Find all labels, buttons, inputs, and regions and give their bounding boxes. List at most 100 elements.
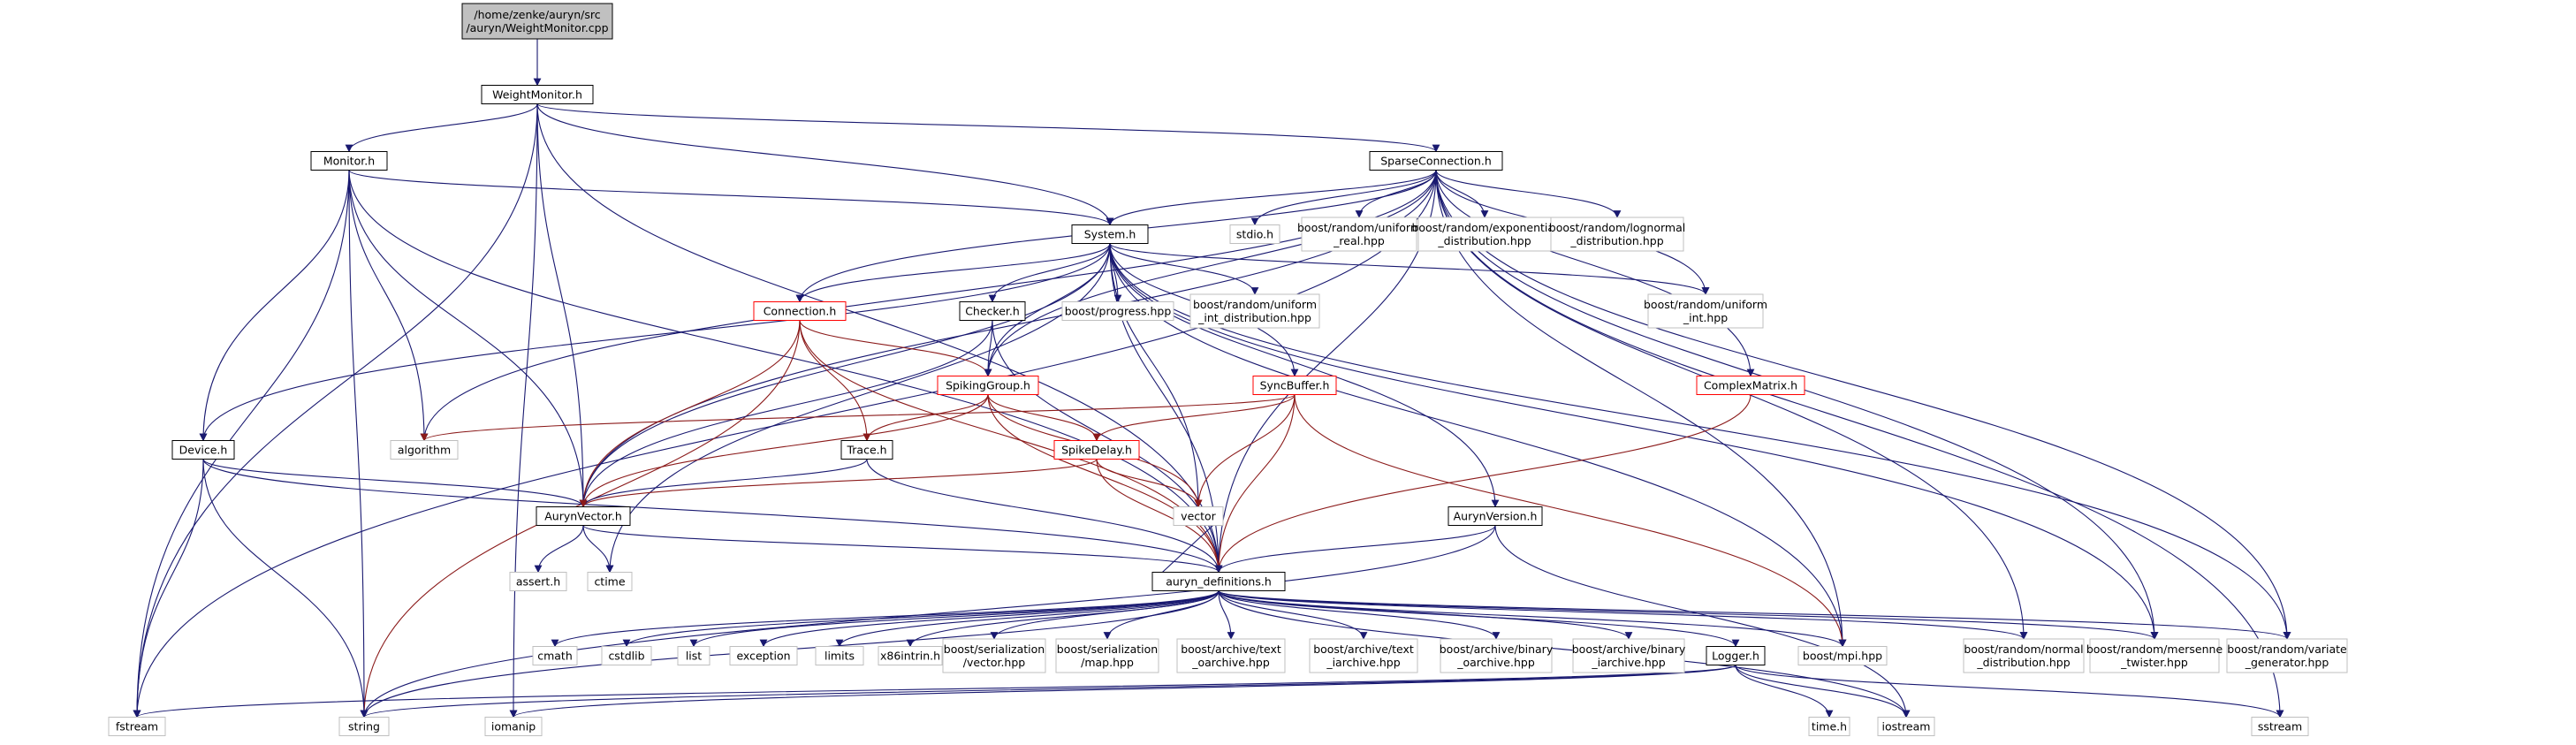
node-variate-label: boost/random/variate xyxy=(2227,642,2347,656)
node-checker-label: Checker.h xyxy=(965,305,1020,318)
edge-weightmonitor-to-fstream xyxy=(133,103,538,718)
edge-connection-to-spikinggroup xyxy=(799,320,992,377)
node-stdio: stdio.h xyxy=(1229,224,1280,244)
node-weightmonitor-label: WeightMonitor.h xyxy=(492,88,582,102)
node-cstdlib: cstdlib xyxy=(601,646,652,665)
node-connection-box xyxy=(753,301,847,321)
node-iostream-box xyxy=(1877,717,1935,736)
node-cstdlib-box xyxy=(601,646,652,665)
node-text_iarchive: boost/archive/text_iarchive.hpp xyxy=(1309,638,1418,673)
node-exception: exception xyxy=(729,646,798,665)
node-uniform_int_dist-label: _int_distribution.hpp xyxy=(1197,311,1311,324)
node-sparseconnection-box xyxy=(1369,151,1503,171)
node-fstream-label: fstream xyxy=(116,720,158,734)
node-progress: boost/progress.hpp xyxy=(1061,301,1174,321)
edge-aurynversion-to-string xyxy=(360,525,1496,718)
node-iostream: iostream xyxy=(1877,717,1935,736)
node-vector-label: vector xyxy=(1181,510,1217,523)
edge-system-to-ctime xyxy=(605,243,1111,574)
edge-system-to-vector xyxy=(1109,243,1203,508)
node-uniform_int_dist: boost/random/uniform_int_distribution.hp… xyxy=(1189,293,1320,329)
node-weightmonitor[interactable]: WeightMonitor.h xyxy=(481,85,594,104)
node-ctime-label: ctime xyxy=(594,575,625,589)
node-monitor[interactable]: Monitor.h xyxy=(310,151,388,171)
node-sparseconnection-label: SparseConnection.h xyxy=(1380,155,1492,168)
node-mpi-box xyxy=(1797,646,1888,665)
node-uniform_real-label: boost/random/uniform xyxy=(1297,221,1421,234)
node-connection[interactable]: Connection.h xyxy=(753,301,847,321)
edge-device-to-fstream xyxy=(133,459,204,718)
node-text_iarchive-box xyxy=(1309,638,1418,673)
edge-syncbuffer-to-mpi xyxy=(1294,394,1847,648)
edge-sparseconnection-to-system xyxy=(1106,170,1437,226)
node-defs-label: auryn_definitions.h xyxy=(1166,575,1272,589)
edge-sparseconnection-to-complexmatrix xyxy=(1435,170,1755,377)
node-device-label: Device.h xyxy=(179,444,228,457)
node-aurynvector-label: AurynVector.h xyxy=(544,510,622,523)
edge-connection-to-aurynvector xyxy=(579,320,801,508)
edge-sparseconnection-to-variate xyxy=(1435,170,2291,640)
edge-device-to-defs xyxy=(202,459,1223,574)
node-checker[interactable]: Checker.h xyxy=(959,301,1026,321)
node-list-label: list xyxy=(686,650,702,663)
node-root-label: /home/zenke/auryn/src xyxy=(474,8,600,21)
edge-aurynvector-to-ctime xyxy=(582,525,614,574)
node-cmath-box xyxy=(532,646,578,665)
node-sparseconnection[interactable]: SparseConnection.h xyxy=(1369,151,1503,171)
node-binary_oarchive-box xyxy=(1440,638,1553,673)
edge-defs-to-logger xyxy=(1218,590,1740,648)
node-exception-box xyxy=(729,646,798,665)
node-checker-box xyxy=(959,301,1026,321)
edge-complexmatrix-to-defs xyxy=(1214,394,1752,574)
node-spikinggroup[interactable]: SpikingGroup.h xyxy=(937,376,1039,395)
node-sstream: sstream xyxy=(2251,717,2309,736)
node-complexmatrix[interactable]: ComplexMatrix.h xyxy=(1696,376,1805,395)
node-exception-label: exception xyxy=(736,650,790,663)
node-trace-box xyxy=(840,440,893,460)
node-x86intrin-label: x86intrin.h xyxy=(880,650,940,663)
node-exponential-label: _distribution.hpp xyxy=(1437,234,1531,247)
node-monitor-box xyxy=(310,151,388,171)
node-system[interactable]: System.h xyxy=(1071,224,1149,244)
node-algorithm-label: algorithm xyxy=(398,444,451,457)
node-aurynvector[interactable]: AurynVector.h xyxy=(536,506,631,526)
node-text_iarchive-label: _iarchive.hpp xyxy=(1326,656,1400,669)
node-cmath: cmath xyxy=(532,646,578,665)
edge-syncbuffer-to-vector xyxy=(1194,394,1296,508)
node-device[interactable]: Device.h xyxy=(171,440,235,460)
node-uniform_int_dist-box xyxy=(1189,293,1320,329)
edge-defs-to-exception xyxy=(759,590,1220,648)
edge-system-to-checker xyxy=(988,243,1111,303)
node-fstream-box xyxy=(108,717,166,736)
edge-sparseconnection-to-mpi xyxy=(1435,170,1847,648)
node-spikedelay[interactable]: SpikeDelay.h xyxy=(1053,440,1140,460)
node-root[interactable]: /home/zenke/auryn/src/auryn/WeightMonito… xyxy=(461,3,613,40)
node-vector: vector xyxy=(1173,506,1224,526)
node-iomanip-label: iomanip xyxy=(491,720,536,734)
node-uniform_real-label: _real.hpp xyxy=(1333,234,1385,247)
node-syncbuffer[interactable]: SyncBuffer.h xyxy=(1252,376,1337,395)
node-defs[interactable]: auryn_definitions.h xyxy=(1151,572,1286,591)
node-trace[interactable]: Trace.h xyxy=(840,440,893,460)
edge-defs-to-mpi xyxy=(1218,590,1847,648)
node-spikedelay-label: SpikeDelay.h xyxy=(1061,444,1132,457)
node-text_oarchive: boost/archive/text_oarchive.hpp xyxy=(1176,638,1286,673)
edge-syncbuffer-to-defs xyxy=(1214,394,1296,574)
edge-defs-to-limits xyxy=(835,590,1220,648)
node-syncbuffer-box xyxy=(1252,376,1337,395)
node-limits-box xyxy=(815,646,864,665)
node-variate-box xyxy=(2226,638,2348,673)
edge-spikinggroup-to-spikedelay xyxy=(987,394,1101,442)
node-binary_iarchive-label: boost/archive/binary xyxy=(1572,642,1686,656)
node-mersenne-box xyxy=(2089,638,2220,673)
node-system-label: System.h xyxy=(1084,228,1136,241)
node-aurynversion[interactable]: AurynVersion.h xyxy=(1448,506,1543,526)
edge-monitor-to-fstream xyxy=(133,170,350,718)
node-algorithm-box xyxy=(390,440,459,460)
node-binary_oarchive-label: boost/archive/binary xyxy=(1440,642,1554,656)
node-logger[interactable]: Logger.h xyxy=(1706,646,1766,665)
edge-aurynversion-to-defs xyxy=(1214,525,1496,574)
edge-trace-to-defs xyxy=(866,459,1223,574)
edge-spikinggroup-to-trace xyxy=(862,394,989,442)
